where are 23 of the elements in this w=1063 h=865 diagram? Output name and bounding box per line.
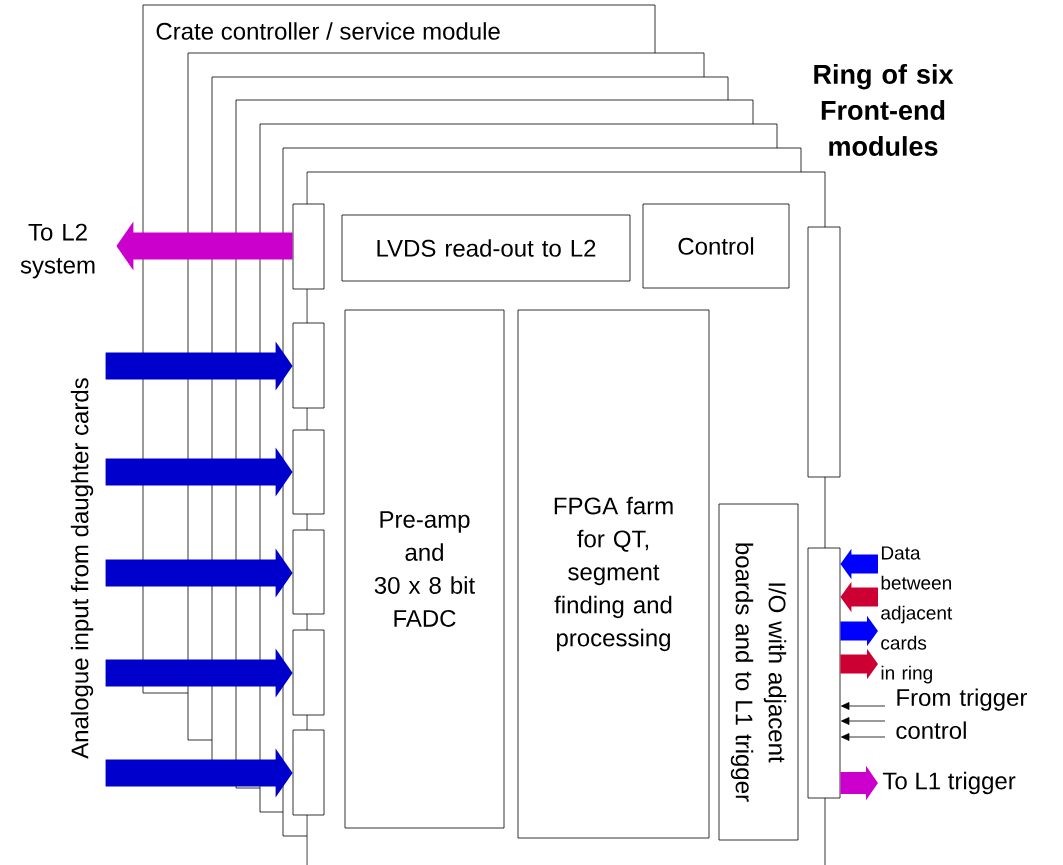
- arrow: [841, 702, 886, 710]
- connector: [807, 547, 841, 799]
- function-block: Control: [642, 203, 790, 289]
- arrow: [841, 717, 886, 725]
- title: Ring of six Front-end modules: [814, 64, 954, 156]
- annotation-text: From trigger control: [896, 688, 1027, 740]
- function-block: Pre-amp and 30 x 8 bit FADC: [344, 309, 505, 829]
- annotation-text: Analogue input from daughter cards: [70, 378, 94, 759]
- connector: [292, 203, 325, 290]
- connector: [807, 226, 841, 478]
- connector: [292, 322, 325, 409]
- annotation-text: To L1 trigger: [882, 771, 1016, 795]
- connector: [292, 729, 325, 816]
- connector: [292, 529, 325, 615]
- connector: [292, 629, 325, 716]
- function-block: FPGA farm for QT, segment finding and processing: [517, 309, 710, 839]
- annotation-text: To L2 system: [20, 223, 95, 279]
- arrow: [841, 733, 886, 741]
- function-block: I/O with adjacent boards and to L1 trigger: [718, 503, 799, 841]
- annotation-text: Data between adjacent cards in ring: [881, 546, 953, 684]
- connector: [292, 429, 325, 515]
- function-block: LVDS read-out to L2: [341, 214, 631, 282]
- module-card: Crate controller / service module: [142, 4, 656, 54]
